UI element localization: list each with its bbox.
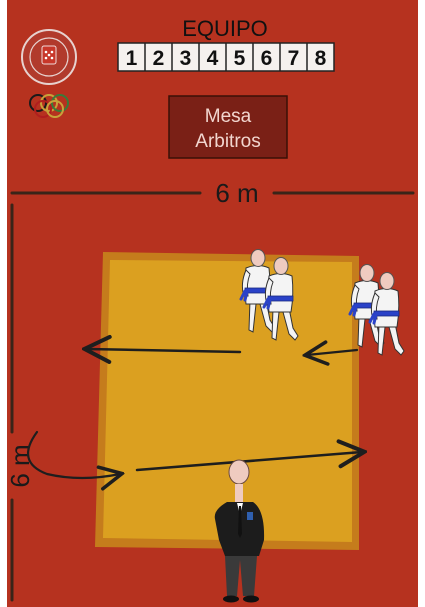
arrow-curved <box>26 430 120 478</box>
team-number-label: 2 <box>153 47 165 70</box>
referee-table: Mesa Arbitros <box>168 95 288 159</box>
vertical-dimension-label: 6 m <box>7 444 35 487</box>
arrow-right-bottom <box>135 452 362 472</box>
horizontal-dimension: 6 m <box>10 178 415 208</box>
federation-seal-icon <box>21 29 77 118</box>
team-number-cell: 6 <box>252 43 273 71</box>
team-number-cell: 1 <box>126 47 138 70</box>
referee-figure <box>214 459 265 603</box>
team-number-cell: 3 <box>171 43 192 71</box>
team-number-label: 4 <box>207 47 219 70</box>
horizontal-dimension-label: 6 m <box>215 178 258 208</box>
team-number-cell: 7 <box>279 43 300 71</box>
team-number-label: 3 <box>180 47 192 70</box>
team-number-cell: 2 <box>144 43 165 71</box>
referee-table-line1: Mesa <box>205 106 252 127</box>
team-title: EQUIPO <box>182 16 268 41</box>
referee-table-line2: Arbitros <box>195 131 260 152</box>
team-number-label: 8 <box>315 47 327 70</box>
team-number-label: 7 <box>288 47 300 70</box>
team-number-cell: 4 <box>198 43 219 71</box>
team-number-cell: 5 <box>225 43 246 71</box>
team-number-label: 1 <box>126 47 138 70</box>
movement-arrows <box>26 349 362 478</box>
arrow-left-top <box>87 349 242 352</box>
team-number-cell: 8 <box>306 43 327 71</box>
arrow-left-small <box>307 350 359 355</box>
vertical-dimension: 6 m <box>7 203 35 602</box>
team-number-label: 6 <box>261 47 273 70</box>
team-number-label: 5 <box>234 47 246 70</box>
